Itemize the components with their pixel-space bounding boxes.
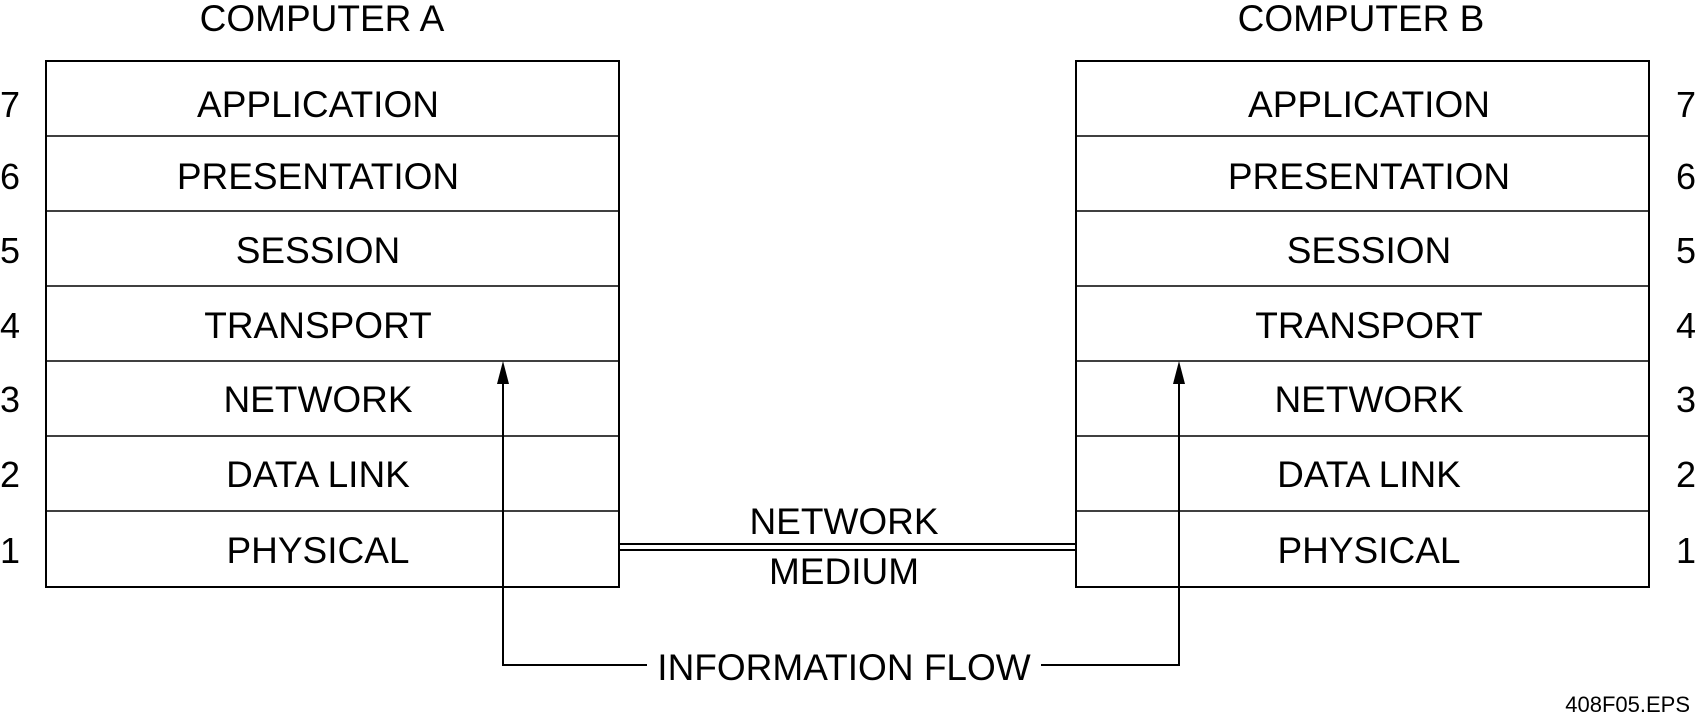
layer-a-number-1: 1 xyxy=(0,530,20,571)
layer-b-application: APPLICATION xyxy=(1248,84,1490,125)
layer-a-application: APPLICATION xyxy=(197,84,439,125)
layer-b-number-3: 3 xyxy=(1676,379,1696,420)
layer-a-number-7: 7 xyxy=(0,84,20,125)
layer-a-number-4: 4 xyxy=(0,305,20,346)
flow-path-left xyxy=(502,381,647,666)
layer-a-physical: PHYSICAL xyxy=(226,530,409,571)
layer-b-data-link: DATA LINK xyxy=(1277,454,1461,495)
layer-b-physical: PHYSICAL xyxy=(1277,530,1460,571)
medium-label-medium: MEDIUM xyxy=(769,551,919,592)
flow-label: INFORMATION FLOW xyxy=(657,647,1030,688)
computer-b-stack xyxy=(1075,60,1650,588)
layer-a-network: NETWORK xyxy=(223,379,412,420)
layer-b-number-7: 7 xyxy=(1676,84,1696,125)
computer-b-title: COMPUTER B xyxy=(1238,0,1485,39)
layer-b-transport: TRANSPORT xyxy=(1255,305,1483,346)
layer-b-session: SESSION xyxy=(1287,230,1452,271)
medium-label-network: NETWORK xyxy=(749,501,938,542)
flow-arrowhead-right xyxy=(1173,361,1185,384)
layer-b-network: NETWORK xyxy=(1274,379,1463,420)
layer-a-presentation: PRESENTATION xyxy=(177,156,459,197)
computer-a-title: COMPUTER A xyxy=(200,0,445,39)
layer-b-number-5: 5 xyxy=(1676,230,1696,271)
layer-a-number-5: 5 xyxy=(0,230,20,271)
layer-b-number-2: 2 xyxy=(1676,454,1696,495)
layer-a-transport: TRANSPORT xyxy=(204,305,432,346)
flow-arrowhead-left xyxy=(497,361,509,384)
layer-b-number-6: 6 xyxy=(1676,156,1696,197)
layer-b-number-4: 4 xyxy=(1676,305,1696,346)
information-flow: INFORMATION FLOW xyxy=(497,361,1185,688)
layer-a-number-6: 6 xyxy=(0,156,20,197)
layer-a-data-link: DATA LINK xyxy=(226,454,410,495)
computer-a-stack xyxy=(45,60,620,588)
figure-id: 408F05.EPS xyxy=(1565,692,1690,717)
computer-a: COMPUTER A APPLICATION PRESENTATION SESS… xyxy=(0,0,620,588)
flow-path-right xyxy=(1041,381,1180,666)
layer-a-number-3: 3 xyxy=(0,379,20,420)
computer-b: COMPUTER B APPLICATION PRESENTATION SESS… xyxy=(1075,0,1696,588)
network-medium: NETWORK MEDIUM xyxy=(619,501,1076,592)
layer-b-number-1: 1 xyxy=(1676,530,1696,571)
layer-a-number-2: 2 xyxy=(0,454,20,495)
layer-a-session: SESSION xyxy=(236,230,401,271)
layer-b-presentation: PRESENTATION xyxy=(1228,156,1510,197)
